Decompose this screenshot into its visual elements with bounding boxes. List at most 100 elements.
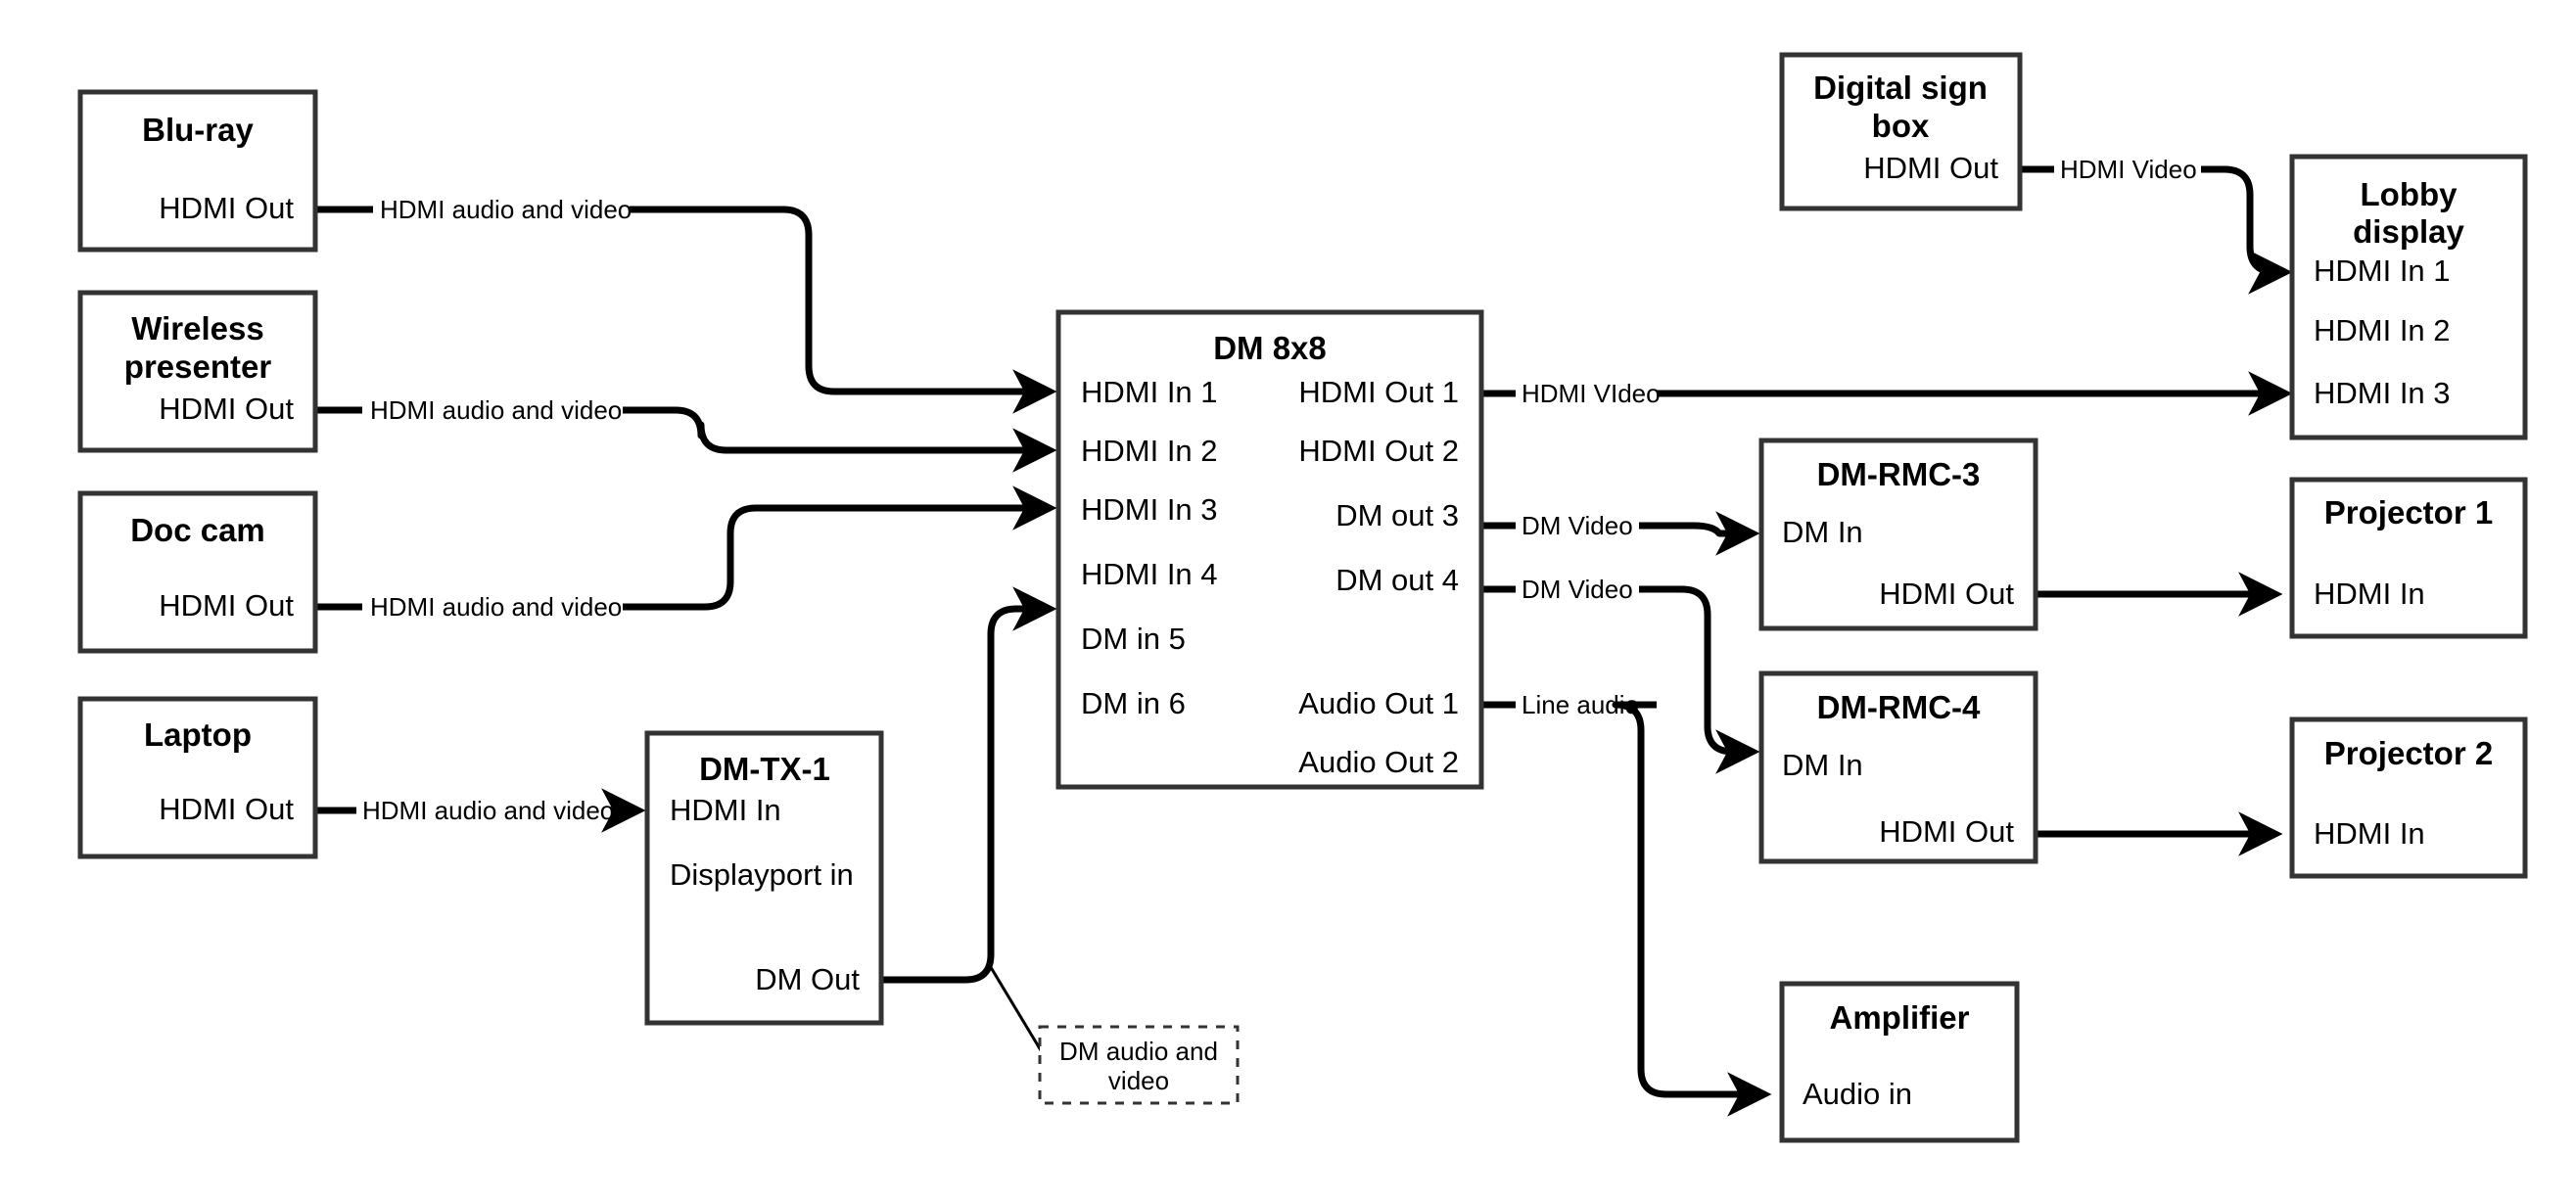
node-doc-cam[interactable]: Doc cam HDMI Out — [77, 490, 318, 654]
node-dm-rmc-3-box[interactable] — [1758, 438, 2038, 631]
edge-wireless-to-dm8x8: HDMI audio and video — [315, 395, 1057, 473]
edge-doccam-to-dm8x8: HDMI audio and video — [315, 485, 1057, 622]
node-lobby-display-port-hdmi-in-3: HDMI In 3 — [2314, 376, 2451, 410]
edge-path-dmtx1 — [881, 586, 1057, 984]
node-projector-2-title: Projector 2 — [2324, 735, 2493, 771]
callout-box-dm-audio-video — [1038, 1025, 1240, 1105]
node-dm-8x8-title: DM 8x8 — [1213, 330, 1327, 366]
node-dm-8x8-input-hdmi-in-4: HDMI In 4 — [1081, 557, 1218, 591]
node-wireless-presenter-title-line2: presenter — [124, 348, 272, 385]
node-dm-tx-1-port-displayport-in: Displayport in — [670, 857, 854, 892]
node-digital-sign-box[interactable]: Digital sign box HDMI Out — [1779, 52, 2023, 211]
node-projector-2-box[interactable] — [2289, 716, 2528, 879]
node-lobby-display-title-line1: Lobby — [2361, 176, 2459, 212]
node-projector-2[interactable]: Projector 2 HDMI In — [2289, 716, 2528, 879]
node-projector-1-port-hdmi-in: HDMI In — [2314, 577, 2425, 611]
edge-path-dm-rmc3 — [1639, 511, 1760, 556]
edge-dm8x8-to-rmc3: DM Video — [1481, 511, 1760, 556]
node-dm-tx-1-box[interactable] — [644, 730, 884, 1026]
node-amplifier-box[interactable] — [1779, 981, 2020, 1143]
edge-label-dm-to-rmc4: DM Video — [1522, 575, 1633, 604]
node-dm-8x8-input-dm-in-6: DM in 6 — [1081, 686, 1186, 720]
node-doc-cam-port-hdmi-out: HDMI Out — [159, 588, 294, 623]
node-dm-8x8-input-hdmi-in-2: HDMI In 2 — [1081, 434, 1218, 468]
node-dm-8x8-output-hdmi-out-2: HDMI Out 2 — [1298, 434, 1459, 468]
node-dm-rmc-3-port-dm-in: DM In — [1782, 515, 1863, 549]
edge-label-wireless: HDMI audio and video — [370, 395, 622, 425]
edge-path-doccam — [623, 485, 1057, 611]
edge-label-dm-to-amp: Line audio — [1522, 690, 1639, 719]
edge-path-bluray — [630, 206, 1057, 414]
edge-label-dm-to-rmc3: DM Video — [1522, 511, 1633, 540]
node-amplifier[interactable]: Amplifier Audio in — [1779, 981, 2020, 1143]
node-laptop[interactable]: Laptop HDMI Out — [77, 696, 318, 859]
callout-label-line2: video — [1108, 1066, 1169, 1095]
node-dm-8x8-input-hdmi-in-1: HDMI In 1 — [1081, 375, 1218, 409]
node-dm-8x8[interactable]: DM 8x8 HDMI In 1 HDMI In 2 HDMI In 3 HDM… — [1055, 309, 1484, 790]
node-lobby-display-box[interactable] — [2289, 154, 2528, 440]
node-dm-rmc-4-port-dm-in: DM In — [1782, 748, 1863, 782]
node-amplifier-title: Amplifier — [1829, 999, 1969, 1036]
node-bluray-box[interactable] — [77, 89, 318, 253]
node-digital-sign-box-title-line2: box — [1872, 108, 1930, 144]
node-projector-1-box[interactable] — [2289, 477, 2528, 639]
node-dm-tx-1-title: DM-TX-1 — [699, 751, 830, 787]
node-dm-8x8-output-dm-out-4: DM out 4 — [1335, 563, 1459, 597]
node-dm-rmc-3[interactable]: DM-RMC-3 DM In HDMI Out — [1758, 438, 2038, 631]
node-dm-rmc-4-box[interactable] — [1758, 670, 2038, 864]
callout-label-line1: DM audio and — [1059, 1037, 1218, 1066]
edge-label-bluray: HDMI audio and video — [380, 195, 632, 224]
node-projector-2-port-hdmi-in: HDMI In — [2314, 816, 2425, 851]
node-dm-8x8-output-audio-out-1: Audio Out 1 — [1298, 686, 1459, 720]
node-digital-sign-box-box[interactable] — [1779, 52, 2023, 211]
edge-label-laptop: HDMI audio and video — [362, 796, 614, 825]
node-lobby-display-title-line2: display — [2353, 213, 2464, 250]
node-dm-8x8-output-audio-out-2: Audio Out 2 — [1298, 745, 1459, 779]
node-lobby-display[interactable]: Lobby display HDMI In 1 HDMI In 2 HDMI I… — [2289, 154, 2528, 440]
node-dm-rmc-3-port-hdmi-out: HDMI Out — [1879, 577, 2014, 611]
node-wireless-presenter-box[interactable] — [77, 290, 318, 453]
node-digital-sign-box-port-hdmi-out: HDMI Out — [1863, 151, 1998, 185]
node-bluray[interactable]: Blu-ray HDMI Out — [77, 89, 318, 253]
edge-path-dm-amp — [1612, 701, 1772, 1117]
edge-laptop-to-dmtx1: HDMI audio and video — [315, 788, 646, 833]
node-wireless-presenter-title-line1: Wireless — [131, 310, 263, 346]
node-lobby-display-port-hdmi-in-2: HDMI In 2 — [2314, 313, 2451, 347]
edge-dm8x8-to-rmc4: DM Video — [1481, 575, 1760, 774]
edge-dm8x8-to-lobby: HDMI VIdeo — [1481, 371, 2293, 416]
node-amplifier-port-audio-in: Audio in — [1803, 1077, 1912, 1111]
node-doc-cam-box[interactable] — [77, 490, 318, 654]
edge-path-sign — [2201, 165, 2293, 295]
node-laptop-box[interactable] — [77, 696, 318, 859]
node-dm-tx-1-port-dm-out: DM Out — [755, 962, 860, 996]
edge-label-sign-to-lobby: HDMI Video — [2060, 155, 2197, 184]
node-dm-tx-1-port-hdmi-in: HDMI In — [670, 793, 781, 827]
node-projector-1[interactable]: Projector 1 HDMI In — [2289, 477, 2528, 639]
edge-dmtx1-to-dm8x8: DM audio and video — [881, 586, 1240, 1105]
node-dm-8x8-box[interactable] — [1055, 309, 1484, 790]
node-dm-8x8-output-dm-out-3: DM out 3 — [1335, 498, 1459, 532]
node-doc-cam-title: Doc cam — [130, 512, 265, 548]
node-dm-rmc-3-title: DM-RMC-3 — [1817, 456, 1981, 492]
node-dm-8x8-input-dm-in-5: DM in 5 — [1081, 622, 1186, 656]
node-dm-rmc-4-title: DM-RMC-4 — [1817, 689, 1981, 725]
node-laptop-title: Laptop — [144, 716, 252, 753]
edge-digitalsign-to-lobby: HDMI Video — [2020, 155, 2293, 295]
node-dm-rmc-4-port-hdmi-out: HDMI Out — [1879, 814, 2014, 849]
edge-label-doccam: HDMI audio and video — [370, 592, 622, 622]
node-dm-tx-1[interactable]: DM-TX-1 HDMI In Displayport in DM Out — [644, 730, 884, 1026]
node-bluray-title: Blu-ray — [142, 112, 254, 148]
node-lobby-display-port-hdmi-in-1: HDMI In 1 — [2314, 254, 2451, 288]
edge-path-wireless — [623, 406, 1057, 473]
edge-dm8x8-to-amplifier: Line audio — [1481, 690, 1772, 1117]
node-dm-rmc-4[interactable]: DM-RMC-4 DM In HDMI Out — [1758, 670, 2038, 864]
node-wireless-presenter[interactable]: Wireless presenter HDMI Out — [77, 290, 318, 453]
node-laptop-port-hdmi-out: HDMI Out — [159, 792, 294, 826]
edge-path-dm-rmc4 — [1639, 585, 1760, 774]
edge-label-dm-to-lobby: HDMI VIdeo — [1522, 379, 1661, 408]
node-bluray-port-hdmi-out: HDMI Out — [159, 191, 294, 225]
node-digital-sign-box-title-line1: Digital sign — [1813, 69, 1988, 106]
node-dm-8x8-output-hdmi-out-1: HDMI Out 1 — [1298, 375, 1459, 409]
